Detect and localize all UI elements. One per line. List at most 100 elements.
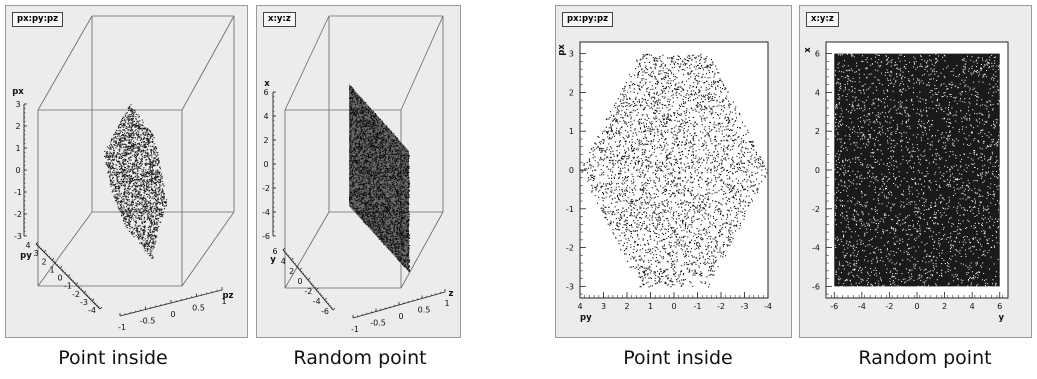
x-tick-label: 0 bbox=[914, 302, 919, 311]
y-axis-minor-tick bbox=[35, 242, 38, 245]
y-axis-minor-tick bbox=[282, 248, 285, 251]
z-axis-tick-label: 0 bbox=[263, 160, 268, 169]
caption-right-point-inside: Point inside bbox=[623, 347, 733, 369]
scatter-points bbox=[580, 53, 769, 288]
x-axis-label: pz bbox=[222, 291, 233, 301]
y-tick-label: -2 bbox=[566, 244, 574, 253]
caption-left-random-point: Random point bbox=[293, 347, 427, 369]
y-axis-tick-label: 1 bbox=[49, 265, 54, 274]
box3d-edge bbox=[181, 15, 235, 111]
scatter-gaps bbox=[834, 53, 1001, 288]
y-axis-tick-label: -1 bbox=[64, 282, 72, 291]
scatter-density-fill bbox=[834, 53, 1000, 287]
y-tick-label: -1 bbox=[566, 205, 574, 214]
x-tick-label: 0 bbox=[671, 302, 676, 311]
x-axis-tick-label: 1 bbox=[444, 299, 449, 308]
x-axis-tick-label: -1 bbox=[118, 323, 126, 332]
x-axis-label: z bbox=[449, 289, 454, 299]
z-axis-tick-label: -1 bbox=[14, 188, 22, 197]
scatter-points bbox=[103, 104, 168, 259]
x-tick-label: -2 bbox=[885, 302, 893, 311]
z-axis-tick-label: -2 bbox=[262, 184, 270, 193]
caption-left-point-inside: Point inside bbox=[58, 347, 168, 369]
z-axis-tick-label: 0 bbox=[15, 166, 20, 175]
box3d-edge bbox=[400, 211, 444, 289]
y-axis-axis-line bbox=[282, 249, 334, 311]
box3d-edge bbox=[37, 15, 93, 111]
z-axis-tick-label: -2 bbox=[14, 210, 22, 219]
x-axis-label: py bbox=[580, 313, 592, 323]
z-axis-label: px bbox=[12, 87, 24, 97]
x-axis-tick-label: 0.5 bbox=[192, 304, 205, 313]
y-axis-label: py bbox=[20, 251, 32, 261]
y-axis-tick-label: -2 bbox=[72, 290, 80, 299]
x-axis-tick-label: 0 bbox=[398, 312, 403, 321]
y-axis-tick-label: 2 bbox=[41, 257, 46, 266]
plot-title: px:py:pz bbox=[562, 12, 614, 27]
x-tick-label: 3 bbox=[601, 302, 606, 311]
y-tick-label: -4 bbox=[812, 244, 820, 253]
y-tick-label: -3 bbox=[566, 282, 574, 291]
y-axis-tick-label: -3 bbox=[80, 298, 88, 307]
x-tick-label: -6 bbox=[830, 302, 838, 311]
scatter-density-fill bbox=[349, 84, 409, 272]
y-tick-label: 6 bbox=[815, 50, 820, 59]
x-tick-label: -2 bbox=[717, 302, 725, 311]
y-tick-label: -2 bbox=[812, 205, 820, 214]
y-axis-label: y bbox=[270, 255, 276, 265]
x-tick-label: 2 bbox=[624, 302, 629, 311]
y-axis-tick-label: 3 bbox=[33, 249, 38, 258]
box3d-edge bbox=[284, 211, 330, 289]
x-tick-label: 4 bbox=[577, 302, 582, 311]
y-tick-label: 1 bbox=[569, 127, 574, 136]
y-axis-tick-label: 4 bbox=[281, 257, 286, 266]
z-axis-tick-label: 4 bbox=[263, 112, 268, 121]
z-axis-tick-label: -4 bbox=[262, 208, 270, 217]
z-axis-tick-label: 2 bbox=[263, 136, 268, 145]
y-axis-tick-label: -4 bbox=[88, 306, 96, 315]
y-axis-tick-label: 4 bbox=[25, 241, 30, 250]
x-tick-label: 1 bbox=[648, 302, 653, 311]
x-axis-tick-label: 0 bbox=[170, 310, 175, 319]
caption-right-random-point: Random point bbox=[858, 347, 992, 369]
z-axis-tick-label: 3 bbox=[15, 100, 20, 109]
y-tick-label: 3 bbox=[569, 50, 574, 59]
x-axis-tick-label: 1 bbox=[221, 297, 226, 306]
y-axis-tick-label: -4 bbox=[313, 297, 321, 306]
z-axis-label: x bbox=[264, 79, 270, 89]
y-axis-tick-label: -2 bbox=[304, 287, 312, 296]
y-tick-label: 2 bbox=[815, 127, 820, 136]
y-tick-label: 2 bbox=[569, 88, 574, 97]
z-axis-tick-label: 6 bbox=[263, 88, 268, 97]
z-axis-tick-label: 2 bbox=[15, 122, 20, 131]
plot-title: x:y:z bbox=[263, 12, 296, 27]
y-axis-label: px bbox=[557, 44, 567, 56]
x-tick-label: -4 bbox=[858, 302, 866, 311]
x-tick-label: -4 bbox=[764, 302, 772, 311]
z-axis-tick-label: 1 bbox=[15, 144, 20, 153]
x-axis-axis-line bbox=[119, 289, 223, 317]
z-axis-tick-label: -6 bbox=[262, 232, 270, 241]
y-axis-tick-label: 0 bbox=[297, 277, 302, 286]
y-tick-label: 4 bbox=[815, 88, 820, 97]
y-axis-tick-label: -6 bbox=[321, 307, 329, 316]
box3d-edge bbox=[284, 15, 330, 111]
plot-title: px:py:pz bbox=[12, 12, 64, 27]
x-tick-label: -1 bbox=[694, 302, 702, 311]
y-axis-label: x bbox=[803, 47, 813, 53]
y-axis-tick-label: 6 bbox=[272, 247, 277, 256]
y-axis-tick-label: 2 bbox=[289, 267, 294, 276]
x-axis-tick-label: -0.5 bbox=[140, 317, 156, 326]
x-axis-tick-label: 0.5 bbox=[418, 306, 431, 315]
y-tick-label: -6 bbox=[812, 282, 820, 291]
x-axis-axis-line bbox=[352, 291, 446, 319]
y-tick-label: 0 bbox=[569, 166, 574, 175]
x-axis-tick-label: -1 bbox=[351, 325, 359, 334]
